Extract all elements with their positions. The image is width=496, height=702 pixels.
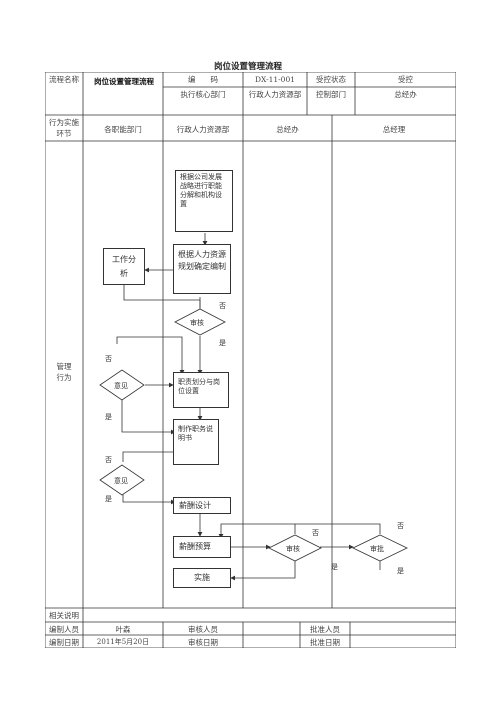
process-name-label: 流程名称 xyxy=(49,75,79,84)
no-label-review1: 否 xyxy=(219,302,226,310)
approve-date-label: 批准日期 xyxy=(310,638,340,647)
no-label-opinion2: 否 xyxy=(105,456,112,464)
step-salary-design: 薪酬设计 xyxy=(173,497,231,514)
control-status-label: 受控状态 xyxy=(316,75,346,84)
yes-label-review1: 是 xyxy=(219,339,226,347)
step-job-description: 制作职务说明书 xyxy=(173,419,219,465)
opinion2-label: 意见 xyxy=(114,477,128,485)
document-title: 岗位设置管理流程 xyxy=(213,62,282,72)
step-salary-budget: 薪酬预算 xyxy=(173,536,231,558)
review-date-label: 审核日期 xyxy=(188,638,218,647)
step-headcount: 根据人力资源规划确定编制 xyxy=(173,244,231,294)
process-table: 流程名称 岗位设置管理流程 编 码 DX-11-001 受控状态 受控 执行核心… xyxy=(45,72,456,648)
yes-label-opinion1: 是 xyxy=(105,413,112,421)
lane-general-office: 总经办 xyxy=(276,125,299,134)
stage-label: 行为实施环节 xyxy=(49,118,79,138)
opinion1-label: 意见 xyxy=(114,382,128,390)
step-work-analysis: 工作分析 xyxy=(103,248,145,285)
yes-label-review2: 是 xyxy=(331,563,338,571)
step-org-design: 根据公司发展战略进行职能分解和机构设置 xyxy=(175,170,233,232)
prepared-date-value: 2011年5月20日 xyxy=(96,638,150,646)
exec-dept-label: 执行核心部门 xyxy=(180,90,226,99)
row-label: 管理行为 xyxy=(56,362,72,382)
lane-general-manager: 总经理 xyxy=(382,125,406,134)
lane-functional-depts: 各职能部门 xyxy=(104,125,142,134)
control-dept-value: 总经办 xyxy=(394,90,417,99)
no-label-approve: 否 xyxy=(397,522,404,530)
lane-hr-dept: 行政人力资源部 xyxy=(176,125,230,134)
no-label-opinion1: 否 xyxy=(105,355,112,363)
control-dept-label: 控制部门 xyxy=(316,90,346,99)
yes-label-approve: 是 xyxy=(397,567,404,575)
no-label-review2: 否 xyxy=(312,529,319,537)
step-implement: 实施 xyxy=(173,568,231,588)
review1-label: 审核 xyxy=(190,319,204,327)
step-position-setup: 职责划分与岗位设置 xyxy=(173,372,229,408)
prepared-by-label: 编制人员 xyxy=(49,625,79,634)
approve-label: 审批 xyxy=(370,545,384,553)
review2-label: 审核 xyxy=(286,545,300,553)
code-value: DX-11-001 xyxy=(254,75,295,84)
reviewer-label: 审核人员 xyxy=(188,625,218,634)
prepared-date-label: 编制日期 xyxy=(49,638,79,647)
approver-label: 批准人员 xyxy=(310,625,340,634)
prepared-by-value: 叶森 xyxy=(115,625,131,634)
yes-label-opinion2: 是 xyxy=(105,495,112,503)
control-status-value: 受控 xyxy=(398,75,413,84)
exec-dept-value: 行政人力资源部 xyxy=(248,90,302,99)
notes-label: 相关说明 xyxy=(49,611,79,620)
process-name-value: 岗位设置管理流程 xyxy=(94,77,154,86)
code-label: 编 码 xyxy=(188,75,218,84)
table-grid-and-flow-lines xyxy=(45,72,456,648)
